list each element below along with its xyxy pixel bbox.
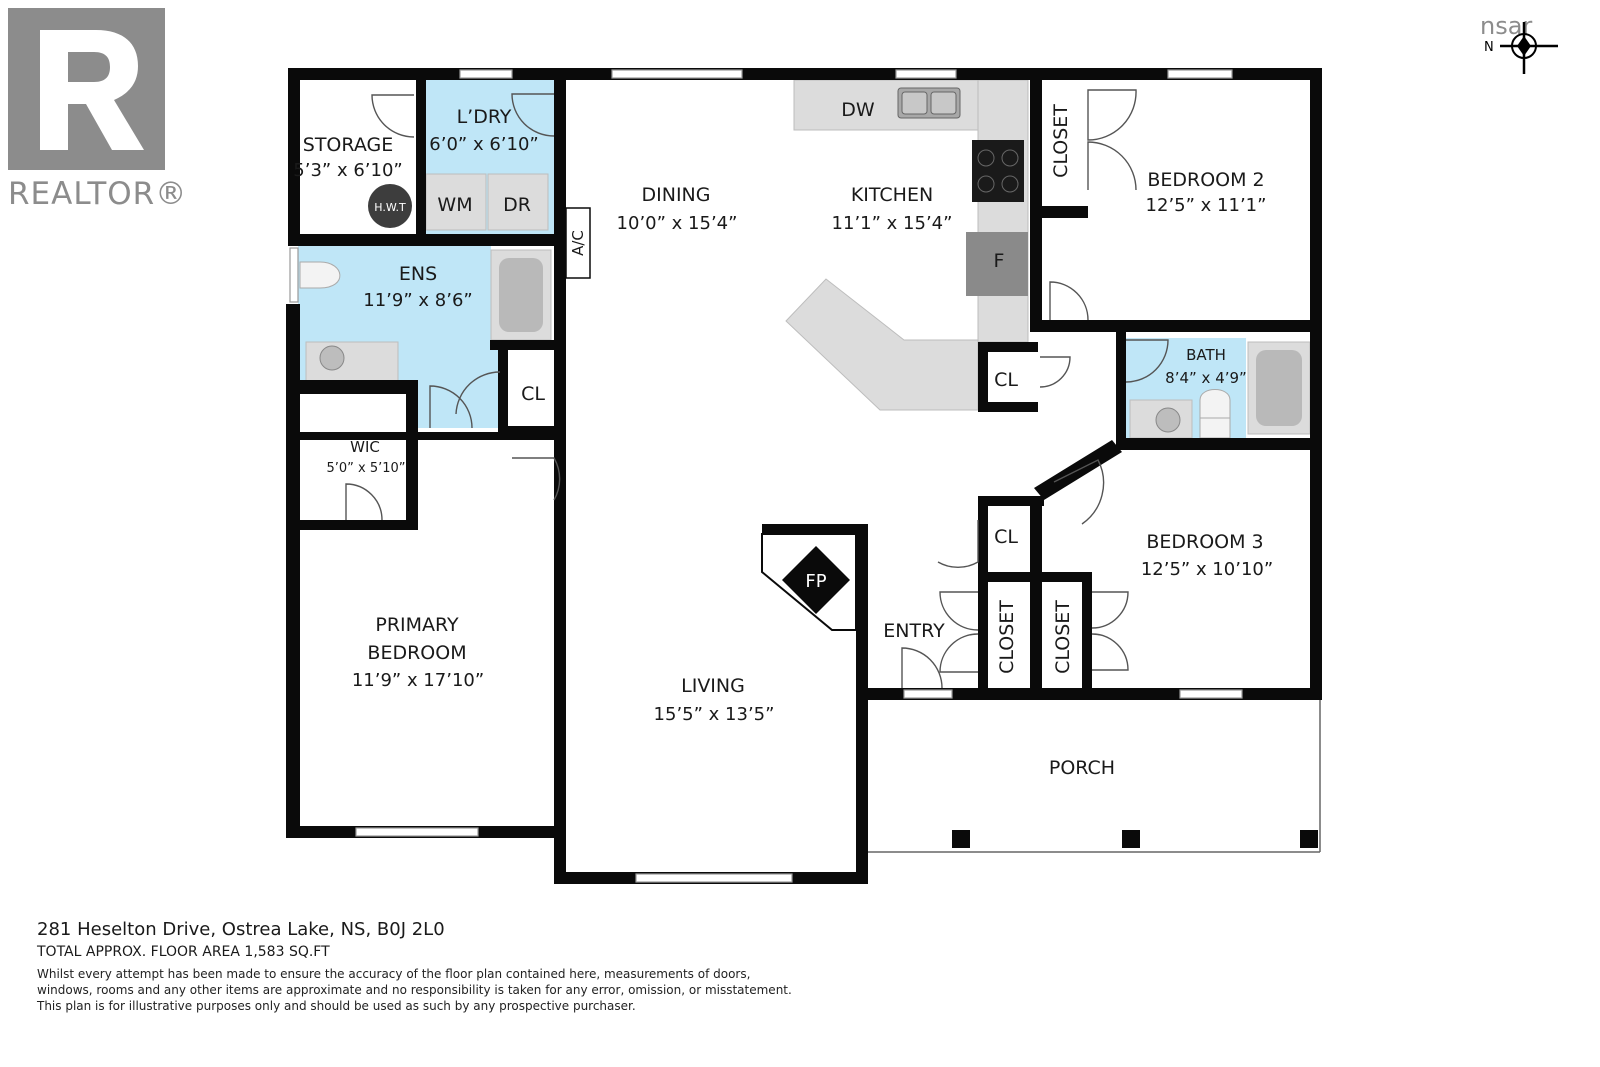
dryer-label: DR [503, 194, 531, 216]
washer-label: WM [437, 194, 472, 216]
storage-dims: 5’3” x 6’10” [293, 160, 402, 181]
laundry-dims: 6’0” x 6’10” [429, 134, 538, 155]
primary-label-2: BEDROOM [367, 642, 466, 664]
disclaimer: Whilst every attempt has been made to en… [37, 966, 857, 1014]
laundry-label: L’DRY [457, 106, 512, 128]
fridge-label: F [994, 250, 1005, 272]
realtor-logo: REALTOR® [8, 8, 187, 212]
fridge-icon [966, 232, 1028, 296]
bath-dims: 8’4” x 4’9” [1165, 369, 1247, 387]
dining-label: DINING [642, 184, 711, 206]
dryer-icon [487, 173, 549, 231]
dining-dims: 10’0” x 15’4” [617, 213, 738, 234]
kitchen-counters [785, 79, 1029, 411]
stove-icon [972, 140, 1024, 202]
ensuite-fixtures [299, 249, 552, 383]
porch [868, 700, 1321, 853]
bath-label: BATH [1186, 346, 1226, 364]
dishwasher-label: DW [841, 99, 875, 121]
doors [345, 89, 1169, 689]
wic-label: WIC [350, 438, 380, 456]
compass-icon: N [1484, 22, 1558, 74]
disclaimer-line-2: windows, rooms and any other items are a… [37, 983, 792, 997]
fireplace-label: FP [805, 571, 826, 592]
wic-dims: 5’0” x 5’10” [326, 461, 405, 476]
entry-label: ENTRY [883, 620, 945, 642]
bath-fixtures [1129, 341, 1311, 439]
kitchen-closet-label: CL [994, 369, 1018, 391]
washer-icon [425, 173, 487, 231]
closet-top-label: CLOSET [1050, 104, 1072, 178]
primary-label-1: PRIMARY [375, 614, 459, 636]
disclaimer-line-1: Whilst every attempt has been made to en… [37, 967, 751, 981]
fireplace: FP [761, 533, 857, 631]
bedroom2-label: BEDROOM 2 [1147, 169, 1264, 191]
bedroom3-dims: 12’5” x 10’10” [1141, 559, 1273, 580]
ac-unit [565, 207, 591, 279]
living-label: LIVING [681, 675, 745, 697]
kitchen-dims: 11’1” x 15’4” [832, 213, 953, 234]
ensuite-dims: 11’9” x 8’6” [363, 290, 472, 311]
floor-area: TOTAL APPROX. FLOOR AREA 1,583 SQ.FT [37, 944, 330, 960]
windows [289, 69, 1243, 883]
disclaimer-line-3: This plan is for illustrative purposes o… [37, 999, 636, 1013]
kitchen-label: KITCHEN [851, 184, 933, 206]
ensuite-closet-label: CL [521, 383, 545, 405]
living-dims: 15’5” x 13’5” [654, 704, 775, 725]
hwt-label: H.W.T [374, 201, 406, 214]
primary-dims: 11’9” x 17’10” [352, 670, 484, 691]
realtor-text: REALTOR® [8, 176, 187, 212]
north-label: N [1484, 40, 1494, 55]
bedroom3-closet-label: CLOSET [1052, 600, 1074, 674]
porch-label: PORCH [1049, 757, 1115, 779]
water-heater-icon [368, 184, 412, 228]
entry-closet-label: CLOSET [996, 600, 1018, 674]
caption: 281 Heselton Drive, Ostrea Lake, NS, B0J… [37, 918, 857, 1014]
hall-closet-label: CL [994, 526, 1018, 548]
ac-label: A/C [569, 230, 587, 256]
storage-label: STORAGE [303, 134, 393, 156]
ensuite-floor [298, 246, 501, 428]
ensuite-label: ENS [399, 263, 437, 285]
address: 281 Heselton Drive, Ostrea Lake, NS, B0J… [37, 919, 445, 940]
room-labels: STORAGE 5’3” x 6’10” H.W.T L’DRY 6’0” x … [293, 99, 1273, 779]
bedroom2-dims: 12’5” x 11’1” [1146, 195, 1267, 216]
bedroom3-label: BEDROOM 3 [1146, 531, 1263, 553]
